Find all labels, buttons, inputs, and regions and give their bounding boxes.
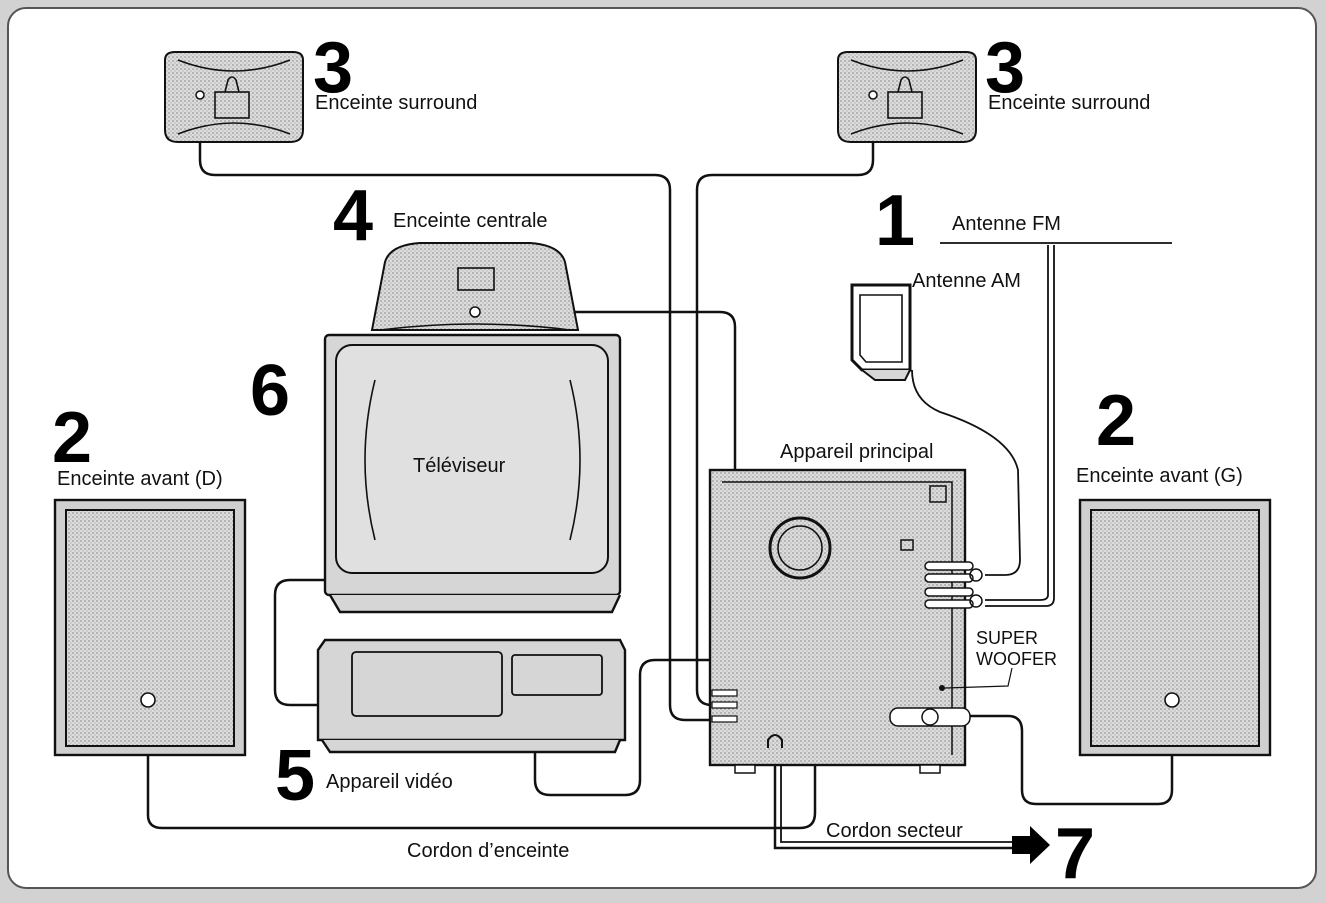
wire-surround-left xyxy=(198,95,712,722)
surround-left-label: Enceinte surround xyxy=(315,92,477,114)
wire-center xyxy=(475,310,737,700)
surround-right-number: 3 xyxy=(985,28,1025,108)
center-number: 4 xyxy=(333,176,373,256)
vcr-label: Appareil vidéo xyxy=(326,771,453,793)
fm-antenna-label: Antenne FM xyxy=(952,213,1061,235)
super-woofer-pointer xyxy=(944,667,1013,689)
center-speaker xyxy=(370,242,580,331)
surround-left-number: 3 xyxy=(313,28,353,108)
power-cord xyxy=(773,748,1030,850)
vcr xyxy=(316,638,627,754)
am-antenna-label: Antenne AM xyxy=(912,270,1021,292)
fm-antenna-feed xyxy=(985,245,1049,601)
surround-speaker-left xyxy=(164,51,304,143)
wire-tv-vcr xyxy=(273,578,328,707)
front-right-label: Enceinte avant (D) xyxy=(57,468,223,490)
super-woofer-label-line2: WOOFER xyxy=(976,649,1057,669)
wire-speaker-front-left xyxy=(960,700,1174,806)
super-woofer-label-line1: SUPER xyxy=(976,628,1038,648)
power-number: 7 xyxy=(1055,814,1095,894)
front-speaker-right xyxy=(53,498,247,757)
power-cord-inner xyxy=(780,748,1030,843)
tv-label: Téléviseur xyxy=(413,455,506,477)
am-antenna-cord xyxy=(911,369,1021,576)
power-cord-label: Cordon secteur xyxy=(826,820,963,842)
tv-number: 6 xyxy=(250,351,290,431)
front-left-number: 2 xyxy=(1096,381,1136,461)
main-unit-label: Appareil principal xyxy=(780,441,933,463)
center-label: Enceinte centrale xyxy=(393,210,548,232)
front-right-number: 2 xyxy=(52,398,92,478)
surround-speaker-right xyxy=(837,51,977,143)
main-unit xyxy=(708,468,983,774)
am-antenna xyxy=(850,283,912,381)
power-arrow-icon xyxy=(1012,826,1050,864)
television xyxy=(323,333,622,614)
antenna-number: 1 xyxy=(875,181,915,261)
surround-right-label: Enceinte surround xyxy=(988,92,1150,114)
front-left-label: Enceinte avant (G) xyxy=(1076,465,1243,487)
wire-surround-right xyxy=(695,95,875,707)
vcr-number: 5 xyxy=(275,736,315,816)
fm-antenna-feed-b xyxy=(985,245,1055,607)
speaker-cord-label: Cordon d’enceinte xyxy=(407,840,569,862)
wires xyxy=(146,95,1174,850)
front-speaker-left xyxy=(1078,498,1272,757)
